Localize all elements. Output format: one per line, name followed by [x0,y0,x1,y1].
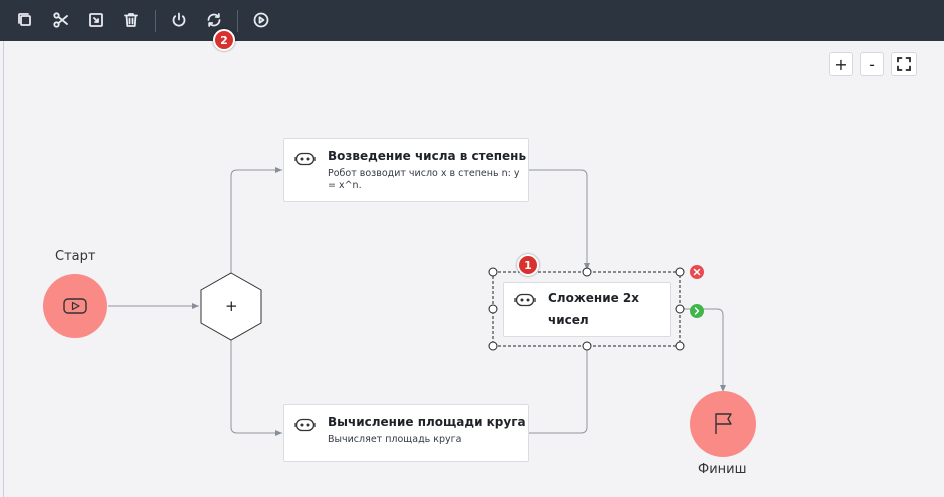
connect-node-button [690,304,704,318]
resize-handle [675,267,685,277]
finish-label: Финиш [698,462,747,477]
cut-button[interactable] [48,6,74,34]
resize-handle [582,341,592,351]
robot-icon [294,418,316,432]
toolbar-separator [237,10,238,32]
flag-icon [715,413,732,434]
task-description: Вычисляет площадь круга [328,434,462,445]
resize-handle [488,341,498,351]
flow-gateway-power [230,167,282,273]
resize-handle [675,304,685,314]
annotation-badge-1: 1 [517,254,539,276]
resize-handle [675,341,685,351]
task-power[interactable]: Возведение числа в степень Робот возводи… [283,138,529,202]
zoom-in-button[interactable]: + [829,52,853,76]
task-title: Вычисление площади круга [328,415,526,429]
fullscreen-icon [897,57,911,71]
task-area[interactable]: Вычисление площади круга Вычисляет площа… [283,404,529,462]
robot-icon [294,152,316,166]
annotation-badge-2: 2 [213,29,235,51]
canvas-edge [3,41,4,497]
fit-screen-button[interactable] [891,52,917,76]
task-description: = x^n. [328,180,362,191]
power-icon [172,12,186,27]
delete-button[interactable] [118,6,144,34]
play-icon [253,12,269,28]
task-title: чисел [548,313,589,327]
paste-button[interactable] [83,6,109,34]
paste-icon [89,13,103,27]
scissors-icon [53,12,68,28]
parallel-gateway [200,272,262,341]
toolbar-separator [155,10,156,32]
resize-handle [582,267,592,277]
robot-icon [514,293,536,307]
flow-power-sum [529,169,590,270]
resize-handle [488,304,498,314]
flow-area-sum [529,346,588,434]
power-button[interactable] [166,6,192,34]
copy-button[interactable] [12,6,38,34]
resize-handle [488,267,498,277]
flow-gateway-area [230,340,282,436]
zoom-out-button[interactable]: - [860,52,884,76]
trash-icon [124,13,138,27]
start-event [43,274,107,338]
run-button[interactable] [248,6,274,34]
refresh-icon [207,13,221,27]
task-title: Сложение 2х [548,291,640,305]
play-icon [63,298,87,314]
flow-sum-finish [681,308,726,392]
refresh-button[interactable] [201,6,227,34]
task-sum[interactable]: Сложение 2х чисел [503,282,671,337]
task-title: Возведение числа в степень [328,149,527,163]
gateway-plus-icon: + [225,297,238,315]
toolbar [0,0,944,41]
start-label: Старт [55,249,96,264]
task-description: Робот возводит число x в степень n: y [328,168,520,179]
copy-icon [18,13,31,26]
